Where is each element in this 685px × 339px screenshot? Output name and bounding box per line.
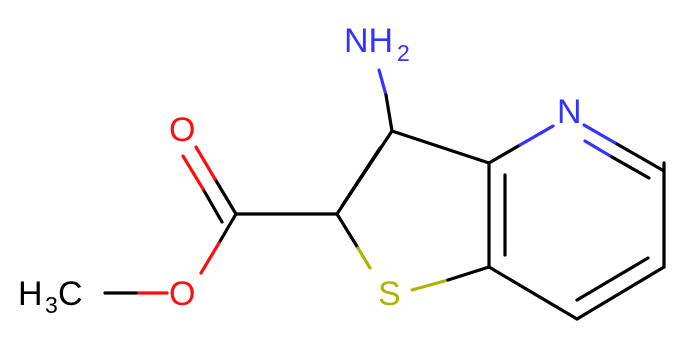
bond-c3a-n-black [487,143,522,165]
pyridine-ring [487,123,666,321]
ester-group [103,145,339,295]
bond-c3-c3a [390,129,491,165]
bond-c-o-ester-red [199,241,221,275]
sulfur-label: S [378,275,401,313]
bond-c2-s-black [335,212,360,250]
ester-oxygen-label: O [169,275,195,313]
bond-co-double-black-2 [201,187,224,224]
bond-c3-nh2-blue [377,68,388,97]
bond-n-c5-inner-black [610,155,651,180]
bond-c2-s-yellow [356,246,372,270]
bond-n-c5-inner-blue [583,139,614,159]
bond-c-o-ester-black [217,212,238,245]
bond-s-c7a-yellow [410,278,450,292]
nh2-label: NH 2 [344,22,410,66]
amino-subscript: 2 [397,40,410,66]
amino-nitrogen-label: NH [344,22,393,60]
methyl-carbon-label: C [58,275,83,313]
bond-co-double-red-1 [194,145,217,181]
pyridine-nitrogen-label: N [557,93,582,131]
thiophene-ring [335,129,507,292]
methyl-label: H 3 C [18,275,83,318]
bond-co-double-red-2 [181,154,205,191]
bond-c3-c2-inner [340,146,382,208]
bond-c6-c7 [575,265,666,321]
bond-s-c7a-black [446,265,491,282]
methyl-subscript: 3 [45,292,58,318]
bond-n-c5-blue [582,123,619,146]
bond-c6-c7-inner [575,256,650,302]
bond-n-c5-black [615,142,666,173]
bond-c3a-n-blue [518,124,555,147]
bond-c3-nh2-black [384,93,394,133]
methyl-hydrogen-label: H [18,275,43,313]
carbonyl-oxygen-label: O [169,111,195,149]
bond-co-double-black-1 [213,177,238,216]
bond-c7-c7a [487,265,579,321]
